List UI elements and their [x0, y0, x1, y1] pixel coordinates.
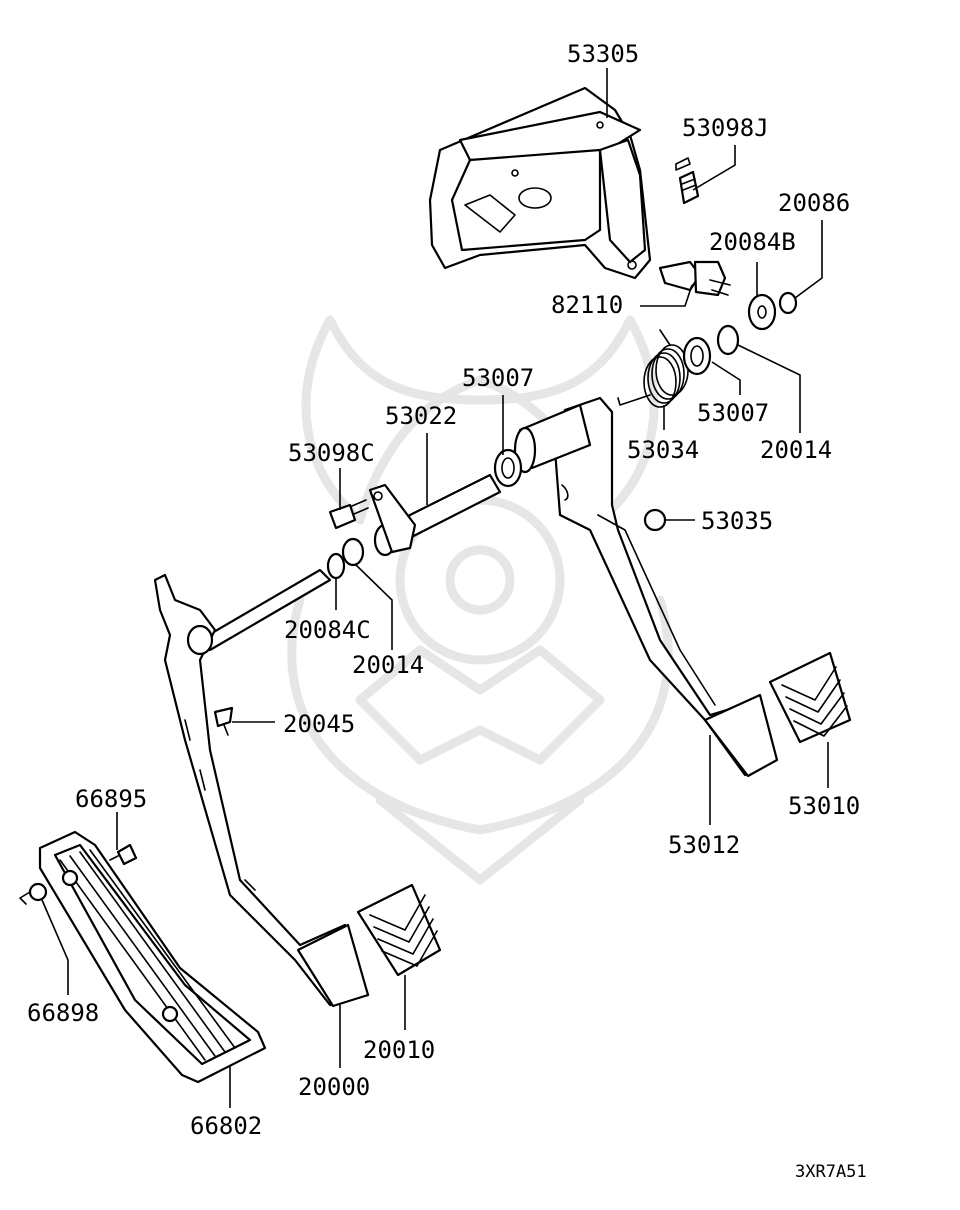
label-53305: 53305: [567, 40, 639, 68]
label-20084C: 20084C: [284, 616, 371, 644]
label-20086: 20086: [778, 189, 850, 217]
bushing-20014-left: [341, 537, 365, 567]
label-66895: 66895: [75, 785, 147, 813]
pedal-bracket: [428, 86, 652, 280]
bushing-53007-right: [682, 336, 712, 376]
label-53034: 53034: [627, 436, 699, 464]
label-82110: 82110: [551, 291, 623, 319]
label-20000: 20000: [298, 1073, 370, 1101]
label-20010: 20010: [363, 1036, 435, 1064]
pedal-shaft-53022: [368, 473, 502, 557]
washer-20084C: [326, 552, 346, 580]
label-66802: 66802: [190, 1112, 262, 1140]
return-spring-53034: [617, 329, 689, 408]
stopper-53035: [643, 508, 667, 532]
figure-code: 3XR7A51: [795, 1162, 867, 1182]
pedal-20000: [153, 568, 370, 1008]
stop-lamp-switch: [658, 260, 731, 297]
brake-pedal-53012: [553, 396, 779, 778]
leader-lines: [41, 68, 829, 1108]
washer-20084B: [747, 293, 777, 331]
label-20014-left: 20014: [352, 651, 424, 679]
label-53007-left: 53007: [462, 364, 534, 392]
watermark-logo: [287, 315, 673, 885]
label-53098C: 53098C: [288, 439, 375, 467]
bolt-53098J: [675, 157, 700, 205]
bushing-53007-left: [493, 448, 523, 488]
label-66898: 66898: [27, 999, 99, 1027]
label-53098J: 53098J: [682, 114, 769, 142]
pedal-pad-53010: [768, 651, 852, 744]
label-53022: 53022: [385, 402, 457, 430]
screw-66895: [109, 843, 138, 866]
clip-20086: [778, 291, 798, 315]
accelerator-pad-66802: [38, 830, 267, 1084]
label-53035: 53035: [701, 507, 773, 535]
label-53007-right: 53007: [697, 399, 769, 427]
bushing-20014-right: [716, 324, 740, 356]
pin-20045: [213, 706, 234, 736]
label-20014-right: 20014: [760, 436, 832, 464]
part-labels: 53305 53098J 20086 20084B 82110 53007 53…: [27, 40, 867, 1182]
bolt-53098C: [328, 499, 369, 530]
label-53012: 53012: [668, 831, 740, 859]
pedal-pad-20010: [356, 883, 442, 977]
label-20084B: 20084B: [709, 228, 796, 256]
label-53010: 53010: [788, 792, 860, 820]
nut-66898: [19, 882, 48, 905]
label-20045: 20045: [283, 710, 355, 738]
